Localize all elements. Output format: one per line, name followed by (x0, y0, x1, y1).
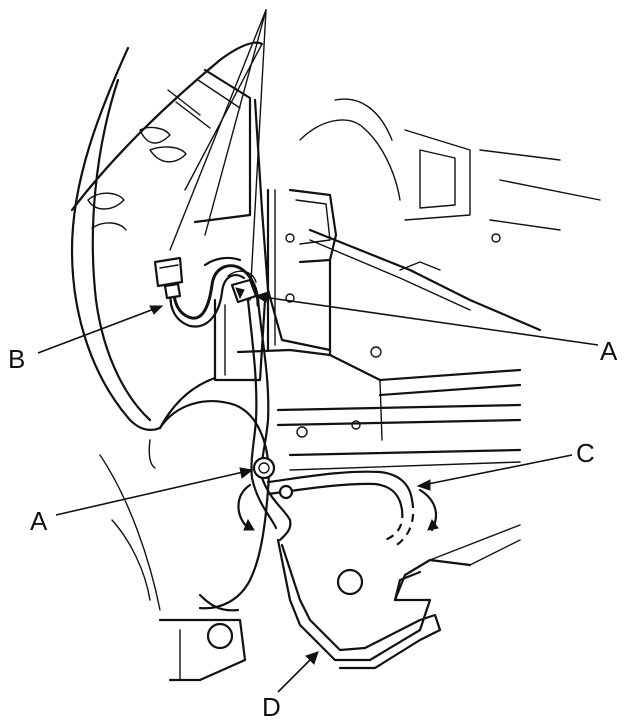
bracket-d (276, 524, 521, 670)
upper-body-panel (70, 41, 264, 231)
connector-b (153, 256, 184, 300)
leader-d-arrowhead (305, 651, 319, 665)
callout-c: C (576, 438, 595, 468)
wire-harness (169, 264, 415, 549)
wheel-arch (99, 400, 270, 682)
callout-d: D (262, 692, 281, 722)
leader-c (417, 454, 573, 487)
rotation-arrows (203, 256, 439, 532)
leader-b (37, 305, 163, 354)
clip-a-upper (227, 270, 258, 304)
callout-b: B (8, 344, 25, 374)
callout-labels: B A A C D (8, 336, 618, 722)
leader-c-arrowhead (416, 479, 431, 491)
callout-a-upper: A (600, 336, 618, 366)
center-pillar (213, 98, 332, 382)
leader-a-upper-arrowhead (254, 291, 269, 303)
leader-a-lower (55, 469, 253, 516)
leader-lines (37, 291, 599, 693)
leader-a-lower-arrowhead (239, 467, 254, 479)
fender-panel (70, 46, 217, 469)
leader-a-upper (255, 295, 599, 346)
callout-a-lower: A (30, 506, 48, 536)
clip-a-lower (252, 456, 294, 500)
leader-b-arrowhead (149, 305, 164, 315)
body-frame-right (276, 98, 601, 471)
